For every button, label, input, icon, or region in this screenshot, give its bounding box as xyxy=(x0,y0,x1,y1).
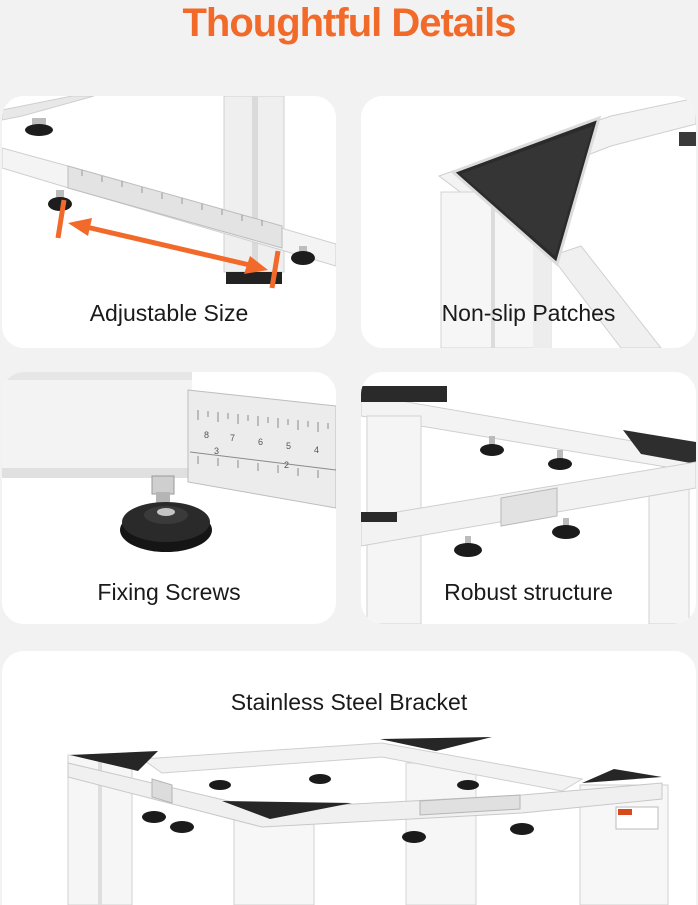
feature-card-non-slip-patches: Non-slip Patches xyxy=(361,96,696,348)
feature-card-fixing-screws: 8 7 6 5 4 3 2 Fixing Screws xyxy=(2,372,336,624)
ruler-mark-8: 8 xyxy=(204,430,209,440)
non-slip-patches-caption: Non-slip Patches xyxy=(441,300,616,326)
fixing-screws-caption: Fixing Screws xyxy=(97,579,241,605)
robust-structure-image xyxy=(361,372,696,624)
ruler-mark-5: 5 xyxy=(286,441,291,451)
robust-structure-caption: Robust structure xyxy=(444,579,613,605)
feature-card-robust-structure: Robust structure xyxy=(361,372,696,624)
feature-card-stainless-steel-bracket: Stainless Steel Bracket xyxy=(2,651,696,905)
non-slip-patches-image xyxy=(361,96,696,348)
fixing-screws-image: 8 7 6 5 4 3 2 xyxy=(2,372,336,624)
ruler-mark-3: 3 xyxy=(214,446,219,456)
adjustable-size-image xyxy=(2,96,336,348)
feature-card-adjustable-size: Adjustable Size xyxy=(2,96,336,348)
ruler-mark-7: 7 xyxy=(230,433,235,443)
adjustable-size-caption: Adjustable Size xyxy=(89,300,249,326)
ruler-mark-6: 6 xyxy=(258,437,263,447)
stainless-steel-bracket-image xyxy=(2,651,696,905)
stainless-steel-bracket-caption: Stainless Steel Bracket xyxy=(230,689,468,715)
ruler-mark-2: 2 xyxy=(284,460,289,470)
ruler-mark-4: 4 xyxy=(314,445,319,455)
page-title: Thoughtful Details xyxy=(182,1,516,45)
